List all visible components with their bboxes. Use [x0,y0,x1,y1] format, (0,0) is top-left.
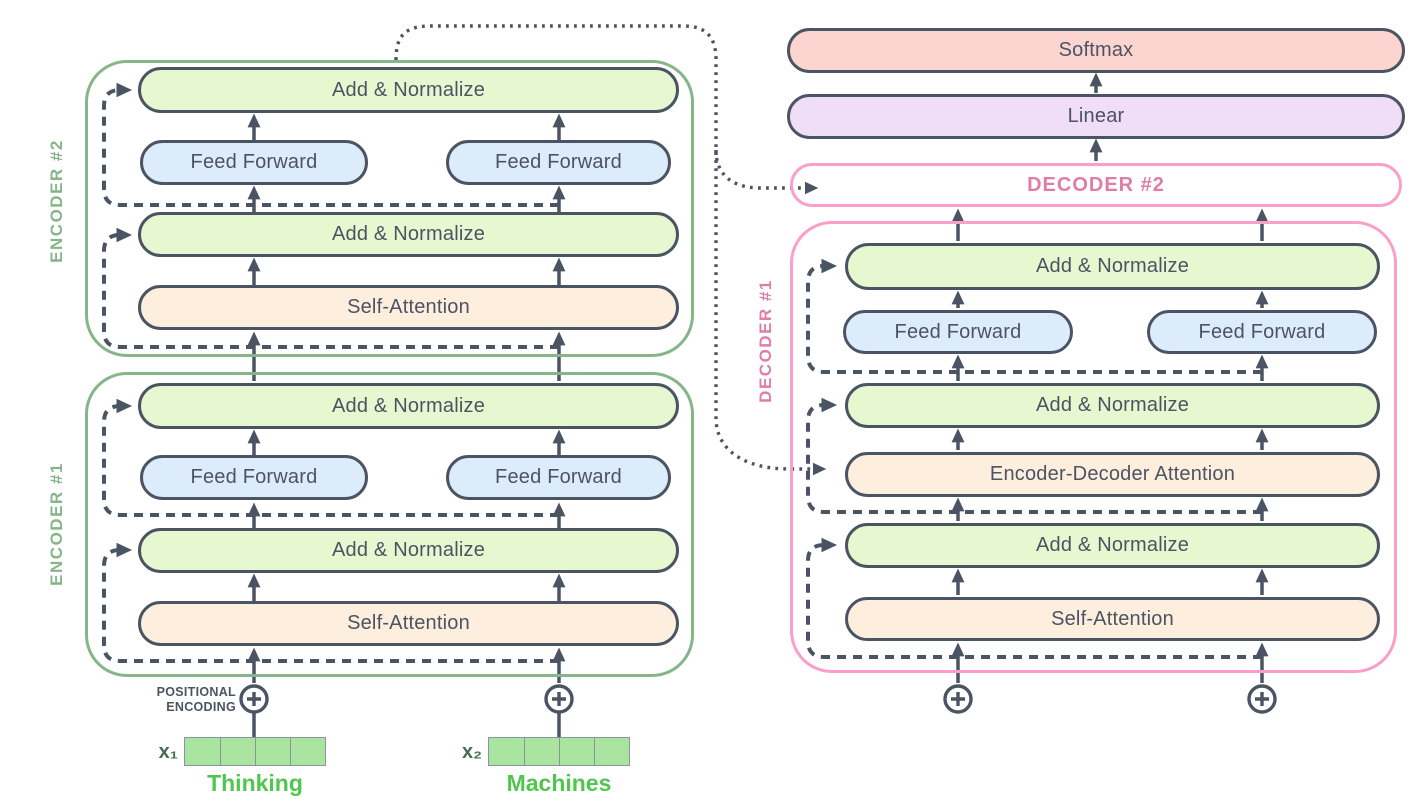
input-word-machines: Machines [506,770,612,796]
encoder2-add-normalize-lower: Add & Normalize [138,212,679,257]
pill-label: Self-Attention [1051,607,1174,630]
linear-block: Linear [787,94,1405,139]
decoder1-add-normalize-bottom: Add & Normalize [845,523,1380,568]
encoder-1-label: ENCODER #1 [47,462,66,586]
encoder1-self-attention: Self-Attention [138,601,679,646]
pill-label: Encoder-Decoder Attention [989,463,1236,485]
encoder2-self-attention: Self-Attention [138,285,679,330]
embedding-vector-x2 [488,737,630,766]
pill-label: Feed Forward [190,151,318,173]
positional-encoding-line1: POSITIONAL [156,685,236,699]
positional-encoding-label: POSITIONAL ENCODING [118,685,236,715]
embedding-cell [220,738,255,765]
pill-label: Feed Forward [1198,320,1326,343]
pill-label: Feed Forward [894,320,1022,343]
embedding-cell [290,738,325,765]
encoder1-add-normalize-top: Add & Normalize [138,383,679,429]
pill-label: Feed Forward [495,151,622,173]
circle-plus-icon [544,684,574,714]
pill-label: Add & Normalize [1035,394,1190,416]
embedding-cell [255,738,290,765]
encoder-1-container [85,372,694,677]
decoder1-encoder-decoder-attention: Encoder-Decoder Attention [845,452,1380,497]
decoder1-add-normalize-mid: Add & Normalize [845,383,1380,428]
circle-plus-icon [943,684,973,714]
x2-label: x₂ [461,741,482,763]
circle-plus-icon [239,684,269,714]
embedding-cell [559,738,594,765]
decoder1-add-normalize-top: Add & Normalize [845,243,1380,290]
pill-label: Add & Normalize [1035,534,1190,556]
decoder-1-container [790,221,1397,673]
decoder1-feed-forward-right: Feed Forward [1147,310,1377,354]
pill-label: Add & Normalize [331,78,486,101]
pill-label: Add & Normalize [331,394,486,417]
solid-arrows [247,72,1269,737]
decoder-2-box: DECODER #2 [790,163,1402,207]
pill-label: Self-Attention [347,296,470,318]
input-word-thinking: Thinking [207,770,303,796]
encoder1-add-normalize-lower: Add & Normalize [138,528,679,573]
pill-label: Add & Normalize [1035,255,1190,277]
embedding-cell [489,738,524,765]
encoder-2-label: ENCODER #2 [47,139,66,263]
positional-encoding-line2: ENCODING [166,700,236,714]
encoder2-feed-forward-right: Feed Forward [446,140,671,185]
encoder2-feed-forward-left: Feed Forward [140,140,368,185]
decoder1-feed-forward-left: Feed Forward [843,310,1073,354]
encoder-2-container [85,60,694,357]
embedding-cell [524,738,559,765]
pill-label: Feed Forward [190,466,318,488]
softmax-block: Softmax [787,28,1405,73]
pill-label: Add & Normalize [331,539,486,561]
pill-label: Self-Attention [347,612,470,634]
decoder-1-label: DECODER #1 [756,279,775,403]
embedding-vector-x1 [184,737,326,766]
embedding-cell [185,738,220,765]
embedding-cell [594,738,629,765]
decoder1-self-attention: Self-Attention [845,597,1380,641]
pill-label: Softmax [1058,39,1134,61]
pill-label: Linear [1067,105,1125,127]
circle-plus-icon [1247,684,1277,714]
encoder2-add-normalize-top: Add & Normalize [138,67,679,113]
pill-label: Add & Normalize [331,223,486,245]
encoder1-feed-forward-right: Feed Forward [446,455,671,500]
pill-label: Feed Forward [495,466,622,488]
circle-plus-icons [239,684,1277,714]
encoder-to-decoder-dotted-line [394,24,827,476]
x1-label: x₁ [158,741,178,763]
encoder1-feed-forward-left: Feed Forward [140,455,368,500]
